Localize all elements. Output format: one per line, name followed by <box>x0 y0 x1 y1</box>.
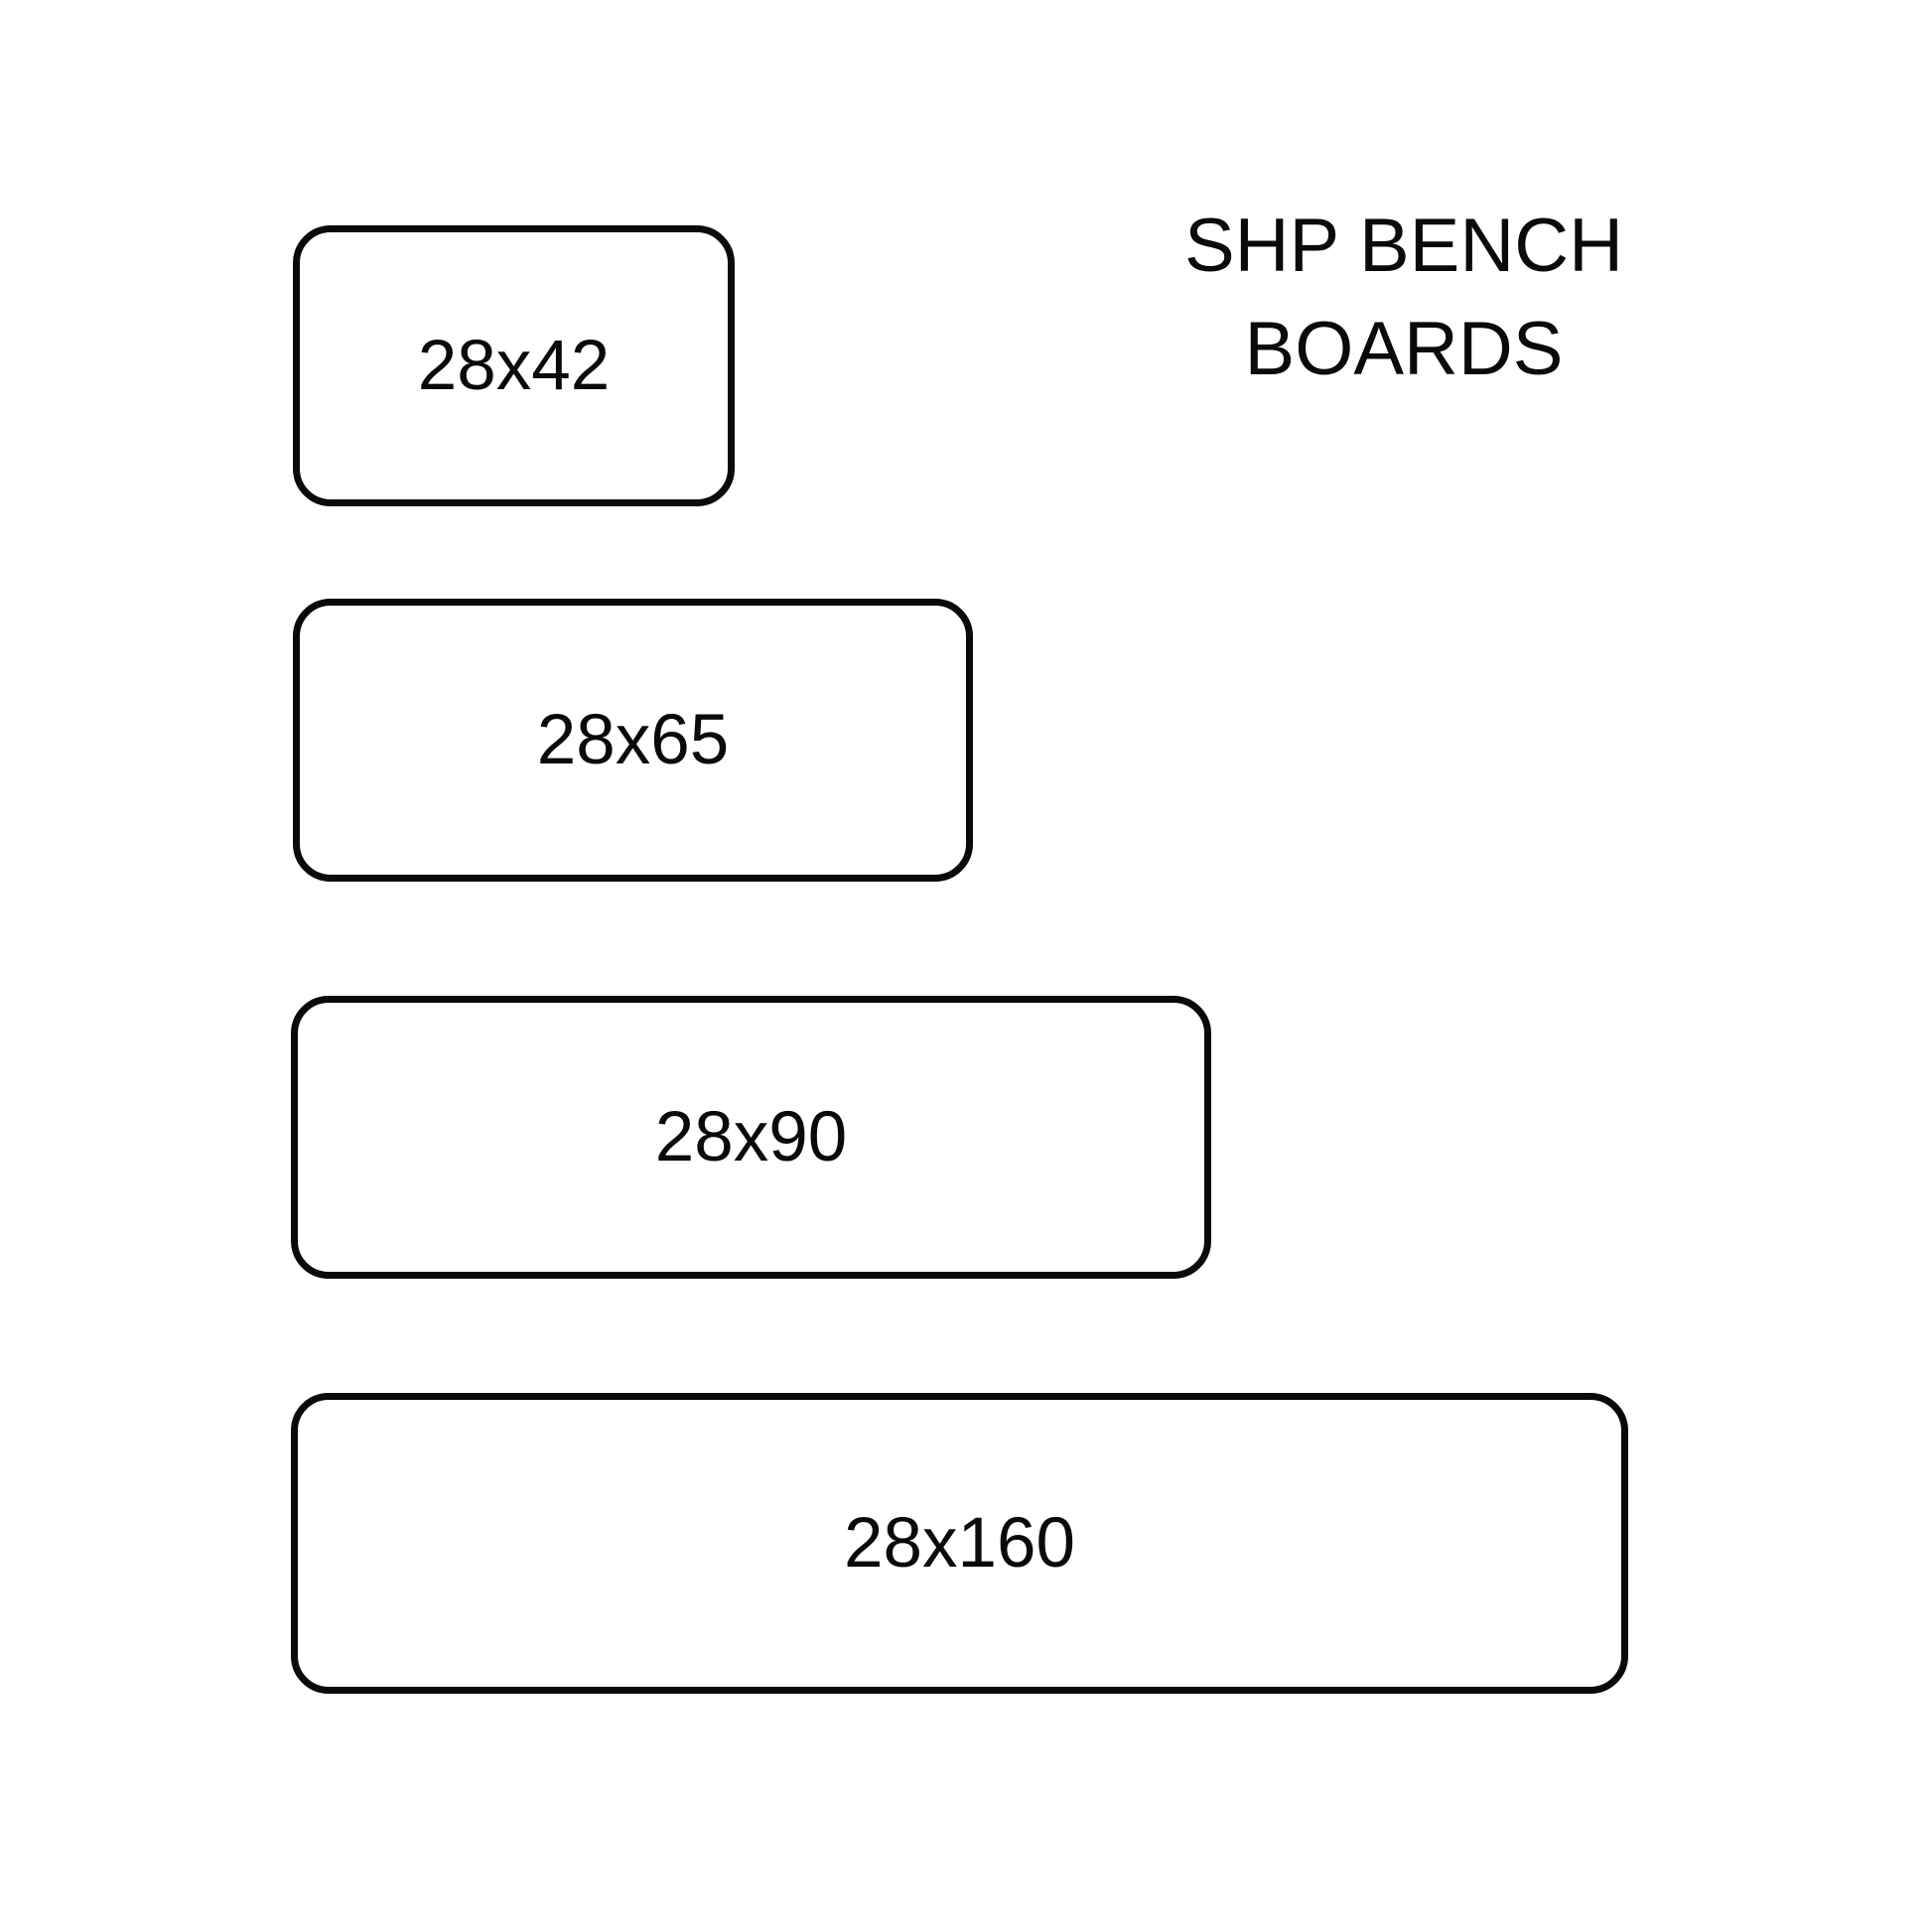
board-label: 28x90 <box>654 1098 848 1176</box>
diagram-title-line1: SHP BENCH <box>1183 204 1624 288</box>
diagram-title: SHP BENCH BOARDS <box>1184 195 1623 401</box>
board-label: 28x160 <box>844 1504 1075 1583</box>
diagram-title-line2: BOARDS <box>1244 307 1564 391</box>
board-28x90: 28x90 <box>291 996 1211 1279</box>
board-label: 28x42 <box>417 327 611 405</box>
board-28x65: 28x65 <box>293 599 973 882</box>
board-label: 28x65 <box>536 701 730 779</box>
board-28x160: 28x160 <box>291 1393 1628 1694</box>
board-28x42: 28x42 <box>293 225 735 506</box>
